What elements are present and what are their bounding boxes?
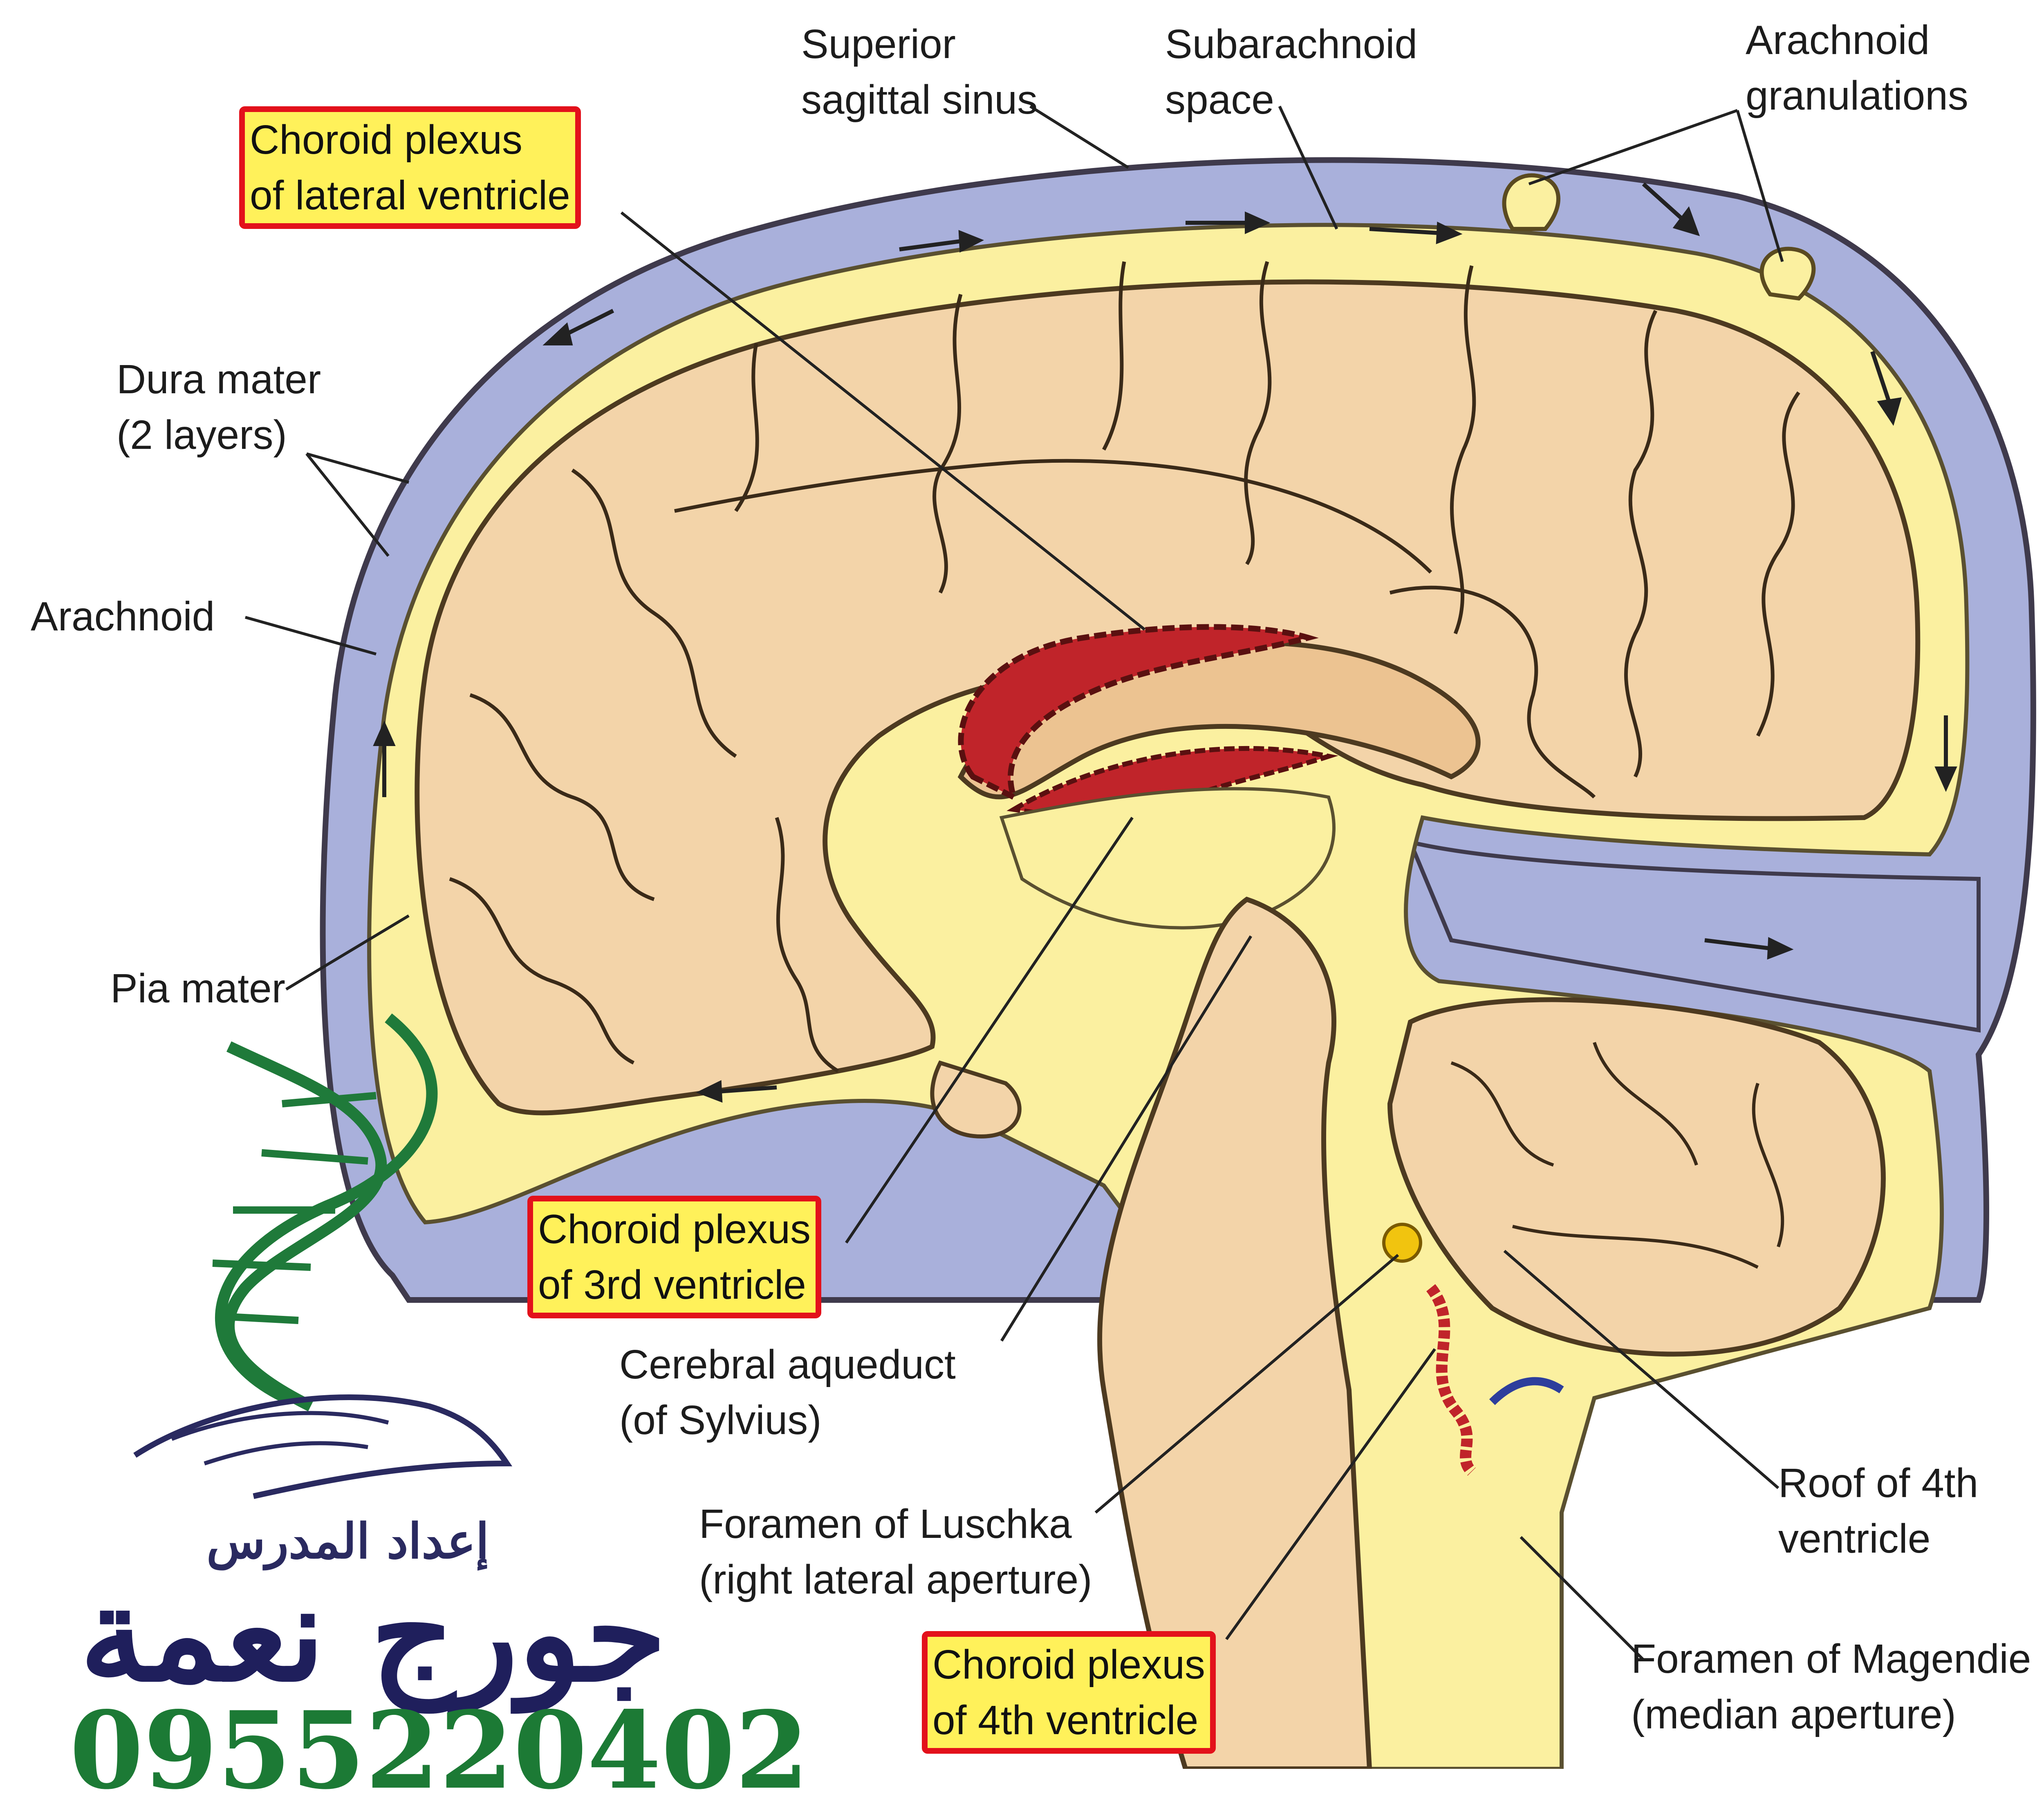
label-choroid-plexus-4th-ventricle: Choroid plexus of 4th ventricle	[922, 1631, 1216, 1754]
label-line: granulations	[1746, 68, 1968, 123]
label-line: Choroid plexus	[932, 1637, 1205, 1692]
label-line: space	[1165, 72, 1417, 128]
label-line: Foramen of Magendie	[1631, 1631, 2031, 1687]
label-foramen-of-magendie: Foramen of Magendie (median aperture)	[1631, 1631, 2031, 1742]
label-line: (of Sylvius)	[619, 1392, 956, 1448]
csf-circulation-diagram: Superior sagittal sinus Subarachnoid spa…	[0, 0, 2044, 1769]
label-line: of 3rd ventricle	[538, 1257, 811, 1313]
label-choroid-plexus-lateral-ventricle: Choroid plexus of lateral ventricle	[239, 106, 581, 229]
label-line: ventricle	[1778, 1511, 1978, 1566]
label-subarachnoid-space: Subarachnoid space	[1165, 16, 1417, 128]
arachnoid-granulation-2	[1762, 249, 1814, 298]
label-line: Cerebral aqueduct	[619, 1337, 956, 1392]
label-dura-mater: Dura mater (2 layers)	[117, 352, 321, 463]
watermark-name: جورج نعمة	[80, 1558, 667, 1711]
label-line: Choroid plexus	[250, 112, 570, 168]
label-line: (right lateral aperture)	[699, 1552, 1092, 1607]
label-choroid-plexus-3rd-ventricle: Choroid plexus of 3rd ventricle	[527, 1196, 821, 1318]
cerebral-aqueduct-marker	[1384, 1224, 1421, 1261]
label-line: of 4th ventricle	[932, 1692, 1205, 1748]
label-roof-of-4th-ventricle: Roof of 4th ventricle	[1778, 1455, 1978, 1566]
label-line: sagittal sinus	[801, 72, 1038, 128]
label-foramen-of-luschka: Foramen of Luschka (right lateral apertu…	[699, 1496, 1092, 1607]
label-superior-sagittal-sinus: Superior sagittal sinus	[801, 16, 1038, 128]
label-line: Choroid plexus	[538, 1201, 811, 1257]
label-line: Dura mater	[117, 352, 321, 407]
label-line: (median aperture)	[1631, 1687, 2031, 1742]
label-arachnoid: Arachnoid	[31, 589, 215, 644]
label-line: Superior	[801, 16, 1038, 72]
label-line: Foramen of Luschka	[699, 1496, 1092, 1552]
label-line: Subarachnoid	[1165, 16, 1417, 72]
watermark-phone: 0955220402	[69, 1688, 809, 1813]
label-line: of lateral ventricle	[250, 168, 570, 223]
label-arachnoid-granulations: Arachnoid granulations	[1746, 12, 1968, 123]
label-line: (2 layers)	[117, 407, 321, 463]
label-line: Roof of 4th	[1778, 1455, 1978, 1511]
label-cerebral-aqueduct: Cerebral aqueduct (of Sylvius)	[619, 1337, 956, 1448]
label-pia-mater: Pia mater	[110, 961, 285, 1016]
label-line: Arachnoid	[1746, 12, 1968, 68]
